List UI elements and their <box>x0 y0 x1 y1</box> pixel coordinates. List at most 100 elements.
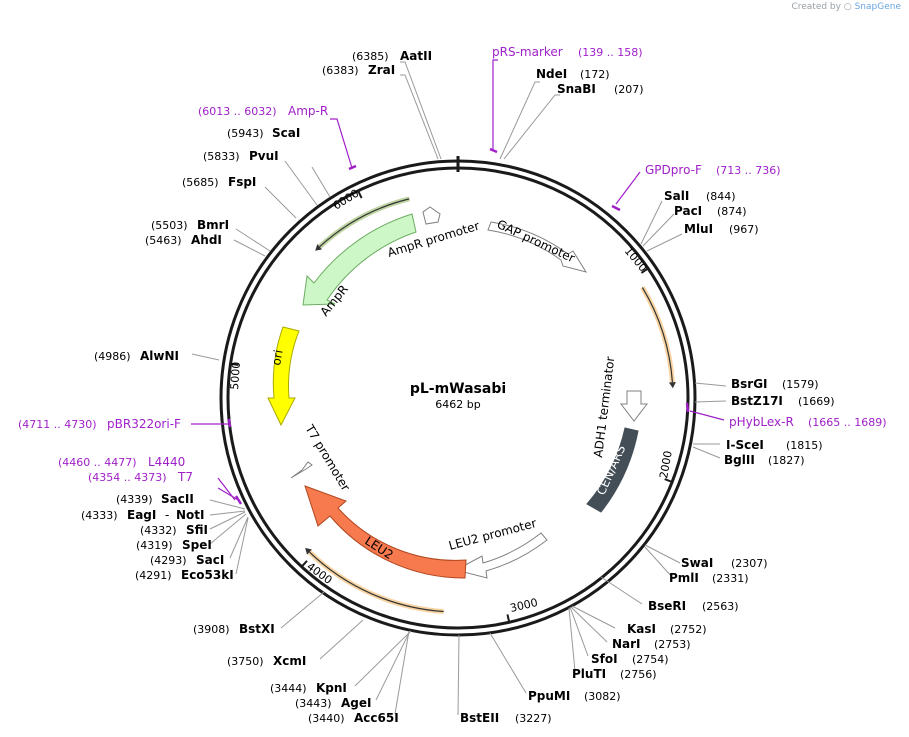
enzyme-pmli[interactable]: PmlI <box>669 571 699 585</box>
primer-pbr322ori-f-range: (4711 .. 4730) <box>18 418 97 431</box>
enzyme-bseri-pos: (2563) <box>702 600 739 613</box>
primer-gpdpro-f[interactable]: GPDpro-F <box>645 163 702 177</box>
scale-tick <box>300 560 308 568</box>
label-adh1-terminator: ADH1 terminator <box>591 356 617 459</box>
enzyme-bglii[interactable]: BglII <box>724 453 755 467</box>
enzyme-bsrgi-pos: (1579) <box>782 378 819 391</box>
enzyme-eagi-pos: (4333) <box>81 509 118 522</box>
enzyme-ahdi-pos: (5463) <box>145 234 182 247</box>
enzyme-swai[interactable]: SwaI <box>681 556 713 570</box>
enzyme-fspi[interactable]: FspI <box>228 175 256 189</box>
enzyme-pluti[interactable]: PluTI <box>572 667 606 681</box>
primer-prs-marker[interactable]: pRS-marker <box>492 45 563 59</box>
enzyme-saci[interactable]: SacI <box>196 553 224 567</box>
enzyme-sfoi[interactable]: SfoI <box>591 652 618 666</box>
enzyme-mlui[interactable]: MluI <box>684 222 713 236</box>
primer-l4440-range: (4460 .. 4477) <box>58 456 137 469</box>
feature-ampr-promoter[interactable] <box>422 206 441 225</box>
enzyme-nari[interactable]: NarI <box>612 637 641 651</box>
enzyme-paci-pos: (874) <box>717 205 747 218</box>
feature-adh1-terminator[interactable] <box>619 390 649 422</box>
enzyme-snabi[interactable]: SnaBI <box>557 82 596 96</box>
enzyme-noti[interactable]: NotI <box>176 508 205 522</box>
map-center: pL-mWasabi 6462 bp <box>410 381 506 411</box>
feature-t7-promoter[interactable] <box>290 461 313 479</box>
plasmid-length: 6462 bp <box>435 398 480 411</box>
orf-leu2-head <box>305 547 312 555</box>
orf-ampr-head <box>315 244 322 251</box>
enzyme-bsrgi[interactable]: BsrGI <box>731 377 768 391</box>
enzyme-bstz17i-pos: (1669) <box>798 395 835 408</box>
enzyme-kasi[interactable]: KasI <box>627 622 656 636</box>
enzyme-bsteii[interactable]: BstEII <box>460 711 499 725</box>
enzyme-bglii-pos: (1827) <box>768 454 805 467</box>
primer-t7[interactable]: T7 <box>177 470 193 484</box>
enzyme-bstxi[interactable]: BstXI <box>239 622 275 636</box>
primer-prs-marker-range: (139 .. 158) <box>578 46 643 59</box>
enzyme-sacii-pos: (4339) <box>116 493 153 506</box>
enzyme-paci[interactable]: PacI <box>674 204 702 218</box>
feature-leu2-promoter[interactable] <box>454 532 548 579</box>
enzyme-acc65i[interactable]: Acc65I <box>354 711 399 725</box>
label-ori: ori <box>269 349 285 367</box>
feature-gap-promoter[interactable] <box>487 221 588 273</box>
scale-tick <box>640 267 649 274</box>
enzyme-ahdi[interactable]: AhdI <box>191 233 222 247</box>
primer-pbr322ori-f[interactable]: pBR322ori-F <box>107 417 181 431</box>
enzyme-mlui-pos: (967) <box>729 223 759 236</box>
enzyme-agei[interactable]: AgeI <box>341 696 371 710</box>
enzyme-ppumi-pos: (3082) <box>584 690 621 703</box>
scale-tick <box>230 362 239 366</box>
scale-tick <box>664 478 673 483</box>
enzyme-kpni[interactable]: KpnI <box>316 681 347 695</box>
enzyme-alwni[interactable]: AlwNI <box>140 349 179 363</box>
enzyme-labels: (6385) AatII (6383) ZraI NdeI (172) SnaB… <box>81 49 835 725</box>
enzyme-ndei[interactable]: NdeI <box>536 67 567 81</box>
enzyme-zrai-pos: (6383) <box>322 64 359 77</box>
enzyme-saci-pos: (4293) <box>150 554 187 567</box>
enzyme-agei-pos: (3443) <box>295 697 332 710</box>
orf-leu2-line <box>309 551 444 613</box>
enzyme-sali-pos: (844) <box>706 190 736 203</box>
enzyme-scai[interactable]: ScaI <box>272 126 300 140</box>
primer-gpdpro-f-range: (713 .. 736) <box>716 164 781 177</box>
enzyme-nari-pos: (2753) <box>654 638 691 651</box>
enzyme-bseri[interactable]: BseRI <box>648 599 686 613</box>
enzyme-zrai[interactable]: ZraI <box>368 63 395 77</box>
enzyme-pvui[interactable]: PvuI <box>249 149 279 163</box>
enzyme-xcmi[interactable]: XcmI <box>273 654 306 668</box>
primer-amp-r[interactable]: Amp-R <box>288 104 328 118</box>
enzyme-ndei-pos: (172) <box>580 68 610 81</box>
enzyme-fspi-pos: (5685) <box>182 176 219 189</box>
feature-ori[interactable] <box>267 326 300 427</box>
backbone <box>219 156 697 637</box>
feature-leu2[interactable] <box>304 485 467 579</box>
enzyme-sacii[interactable]: SacII <box>161 492 194 506</box>
enzyme-bstz17i[interactable]: BstZ17I <box>731 394 783 408</box>
primer-t7-range: (4354 .. 4373) <box>88 471 167 484</box>
enzyme-pvui-pos: (5833) <box>203 150 240 163</box>
enzyme-spei[interactable]: SpeI <box>182 538 212 552</box>
scale-tick <box>357 190 363 199</box>
enzyme-bmri-pos: (5503) <box>151 219 188 232</box>
feature-cen-ars[interactable] <box>586 427 639 513</box>
enzyme-sali[interactable]: SalI <box>664 189 689 203</box>
enzyme-kpni-pos: (3444) <box>270 682 307 695</box>
primer-phyblex-r[interactable]: pHybLex-R <box>729 415 794 429</box>
enzyme-acc65i-pos: (3440) <box>308 712 345 725</box>
enzyme-i-scei[interactable]: I-SceI <box>726 438 764 452</box>
enzyme-eco53ki[interactable]: Eco53kI <box>181 568 234 582</box>
enzyme-aatii-pos: (6385) <box>352 50 389 63</box>
primer-phyblex-r-range: (1665 .. 1689) <box>808 416 887 429</box>
enzyme-scai-pos: (5943) <box>227 127 264 140</box>
enzyme-aatii[interactable]: AatII <box>400 49 432 63</box>
feature-ampr[interactable] <box>302 213 417 306</box>
enzyme-ppumi[interactable]: PpuMI <box>528 689 570 703</box>
credit-brand: SnapGene <box>854 2 901 12</box>
enzyme-separator: - <box>165 508 169 522</box>
enzyme-sfii[interactable]: SfiI <box>186 523 208 537</box>
enzyme-bmri[interactable]: BmrI <box>197 218 229 232</box>
primer-l4440[interactable]: L4440 <box>148 455 185 469</box>
enzyme-eagi[interactable]: EagI <box>127 508 156 522</box>
